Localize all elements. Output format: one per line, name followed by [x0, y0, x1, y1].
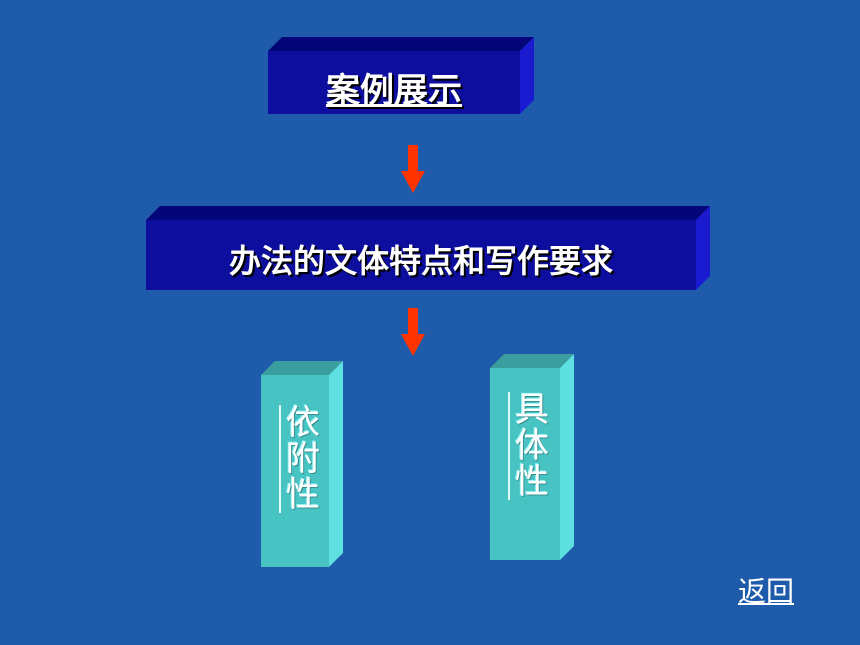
dependency-pillar: 依附性 [261, 361, 343, 567]
case-display-label[interactable]: 案例展示 [326, 71, 462, 111]
specificity-pillar-shape [490, 354, 574, 560]
down-arrow-icon [401, 308, 425, 356]
doc-features-label: 办法的文体特点和写作要求 [228, 242, 613, 280]
back-link[interactable]: 返回 [738, 575, 795, 608]
specificity-label: 具体性 [508, 392, 552, 500]
doc-features-box-shape [146, 206, 710, 290]
case-display-box[interactable]: 案例展示 [268, 37, 534, 114]
down-arrow-icon [401, 145, 425, 193]
case-display-box-shape [268, 37, 534, 114]
dependency-label: 依附性 [279, 405, 323, 513]
specificity-pillar: 具体性 [490, 354, 574, 560]
doc-features-box: 办法的文体特点和写作要求 [146, 206, 710, 290]
dependency-pillar-shape [261, 361, 343, 567]
